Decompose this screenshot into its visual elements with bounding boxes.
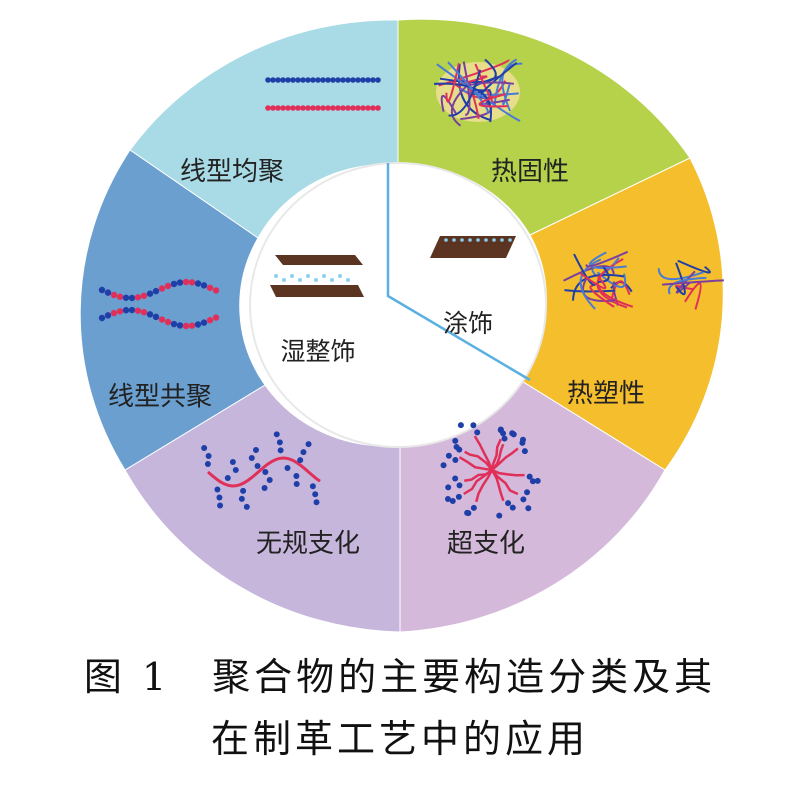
thermoset-network-icon [433, 58, 523, 127]
segment-random-branched [124, 384, 401, 633]
figure-caption-line-1: 图 1 聚合物的主要构造分类及其 [83, 655, 717, 699]
coating-leather-icon [430, 236, 516, 258]
label-thermoset: 热固性 [491, 157, 569, 187]
linear-homopolymer-chain-icon [265, 77, 381, 111]
label-random-branched: 无规支化 [256, 529, 360, 559]
label-thermoplastic: 热塑性 [567, 379, 645, 409]
label-wet-finishing: 湿整饰 [280, 337, 355, 366]
label-linear-copolymer: 线型共聚 [108, 382, 212, 412]
inner-disk [249, 162, 547, 448]
hyperbranched-icon [440, 422, 541, 519]
label-linear-homopolymer: 线型均聚 [180, 157, 284, 187]
inner-divider [386, 163, 531, 382]
segment-linear-copolymer [79, 149, 266, 471]
polymer-structure-diagram: 线型均聚 热固性 热塑性 超支化 无规支化 线型共聚 湿整饰 涂饰 [79, 18, 724, 633]
thermoplastic-network-icon [563, 250, 724, 310]
random-branched-icon [201, 431, 321, 510]
label-hyperbranched: 超支化 [447, 529, 525, 559]
label-coating: 涂饰 [443, 309, 493, 338]
wet-finishing-leather-icon [270, 255, 364, 297]
figure-caption-line-2: 在制革工艺中的应用 [210, 717, 589, 761]
linear-copolymer-chain-icon [98, 278, 220, 330]
